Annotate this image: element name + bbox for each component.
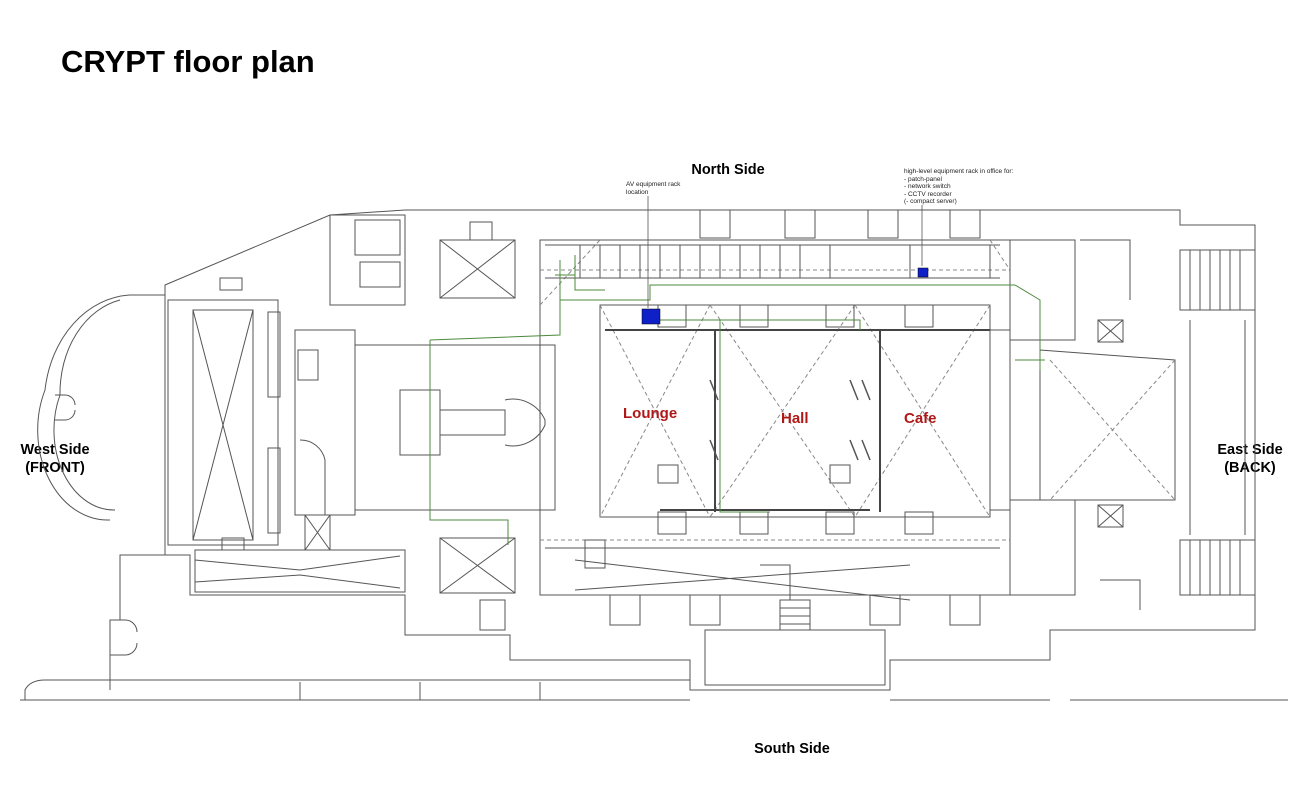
building-outline bbox=[164, 209, 1256, 691]
west-side-label-line1: West Side bbox=[20, 442, 90, 458]
page-title: CRYPT floor plan bbox=[61, 44, 315, 79]
south-ground-line bbox=[20, 679, 1288, 701]
west-apse bbox=[37, 294, 166, 690]
north-side-label: North Side bbox=[691, 162, 765, 178]
east-side-label-line1: East Side bbox=[1217, 442, 1283, 458]
cable-routes bbox=[429, 255, 1045, 545]
east-side-label-line2: (BACK) bbox=[1224, 460, 1276, 476]
south-side-label: South Side bbox=[754, 741, 830, 757]
av-equipment-rack bbox=[641, 308, 661, 325]
high-level-equipment-rack bbox=[917, 267, 929, 278]
room-label-lounge: Lounge bbox=[623, 405, 678, 422]
room-label-cafe: Cafe bbox=[904, 410, 937, 427]
av-rack-note: AV equipment rack location bbox=[626, 181, 681, 196]
west-side-label: West Side (FRONT) bbox=[5, 441, 105, 477]
east-side-label: East Side (BACK) bbox=[1200, 441, 1292, 477]
room-label-hall: Hall bbox=[781, 410, 809, 427]
high-level-rack-note: high-level equipment rack in office for:… bbox=[904, 168, 1014, 205]
west-side-label-line2: (FRONT) bbox=[25, 460, 85, 476]
